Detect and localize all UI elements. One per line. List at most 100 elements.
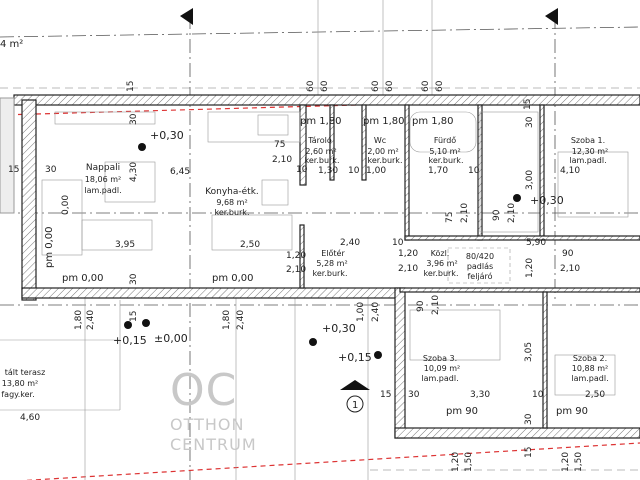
room-floor: ker.burk. [313,269,348,278]
watermark-line1: OTTHON [170,415,244,434]
dimension-label: 1,50 [574,452,584,472]
dimension-label: 30 [408,390,420,400]
dimension-label: 2,10 [431,295,441,315]
level-point-icon [124,143,521,359]
dimension-label: 60 [320,80,330,92]
room-floor: ker.burk. [305,156,340,165]
dimension-label: 2,50 [240,240,260,250]
dimension-label: 1,20 [451,452,461,472]
room-labels: Nappali 18,06 m² lam.padl. Konyha-étk. 9… [1,135,608,399]
dimension-label: 2,10 [560,264,580,274]
dimension-label: 60 [421,80,431,92]
dimension-label: 2,10 [460,203,470,223]
dimension-label: 1,80 [222,310,232,330]
dimension-label: 10 [468,166,480,176]
dimension-label: 2,50 [585,390,605,400]
room-area: 5,28 m² [316,259,347,268]
dimension-label: 90 [492,209,502,221]
dimension-label: 30 [524,413,534,425]
room-name: Szoba 1. [571,136,605,145]
level-mark: +0,15 [113,334,147,347]
dimension-label: 10 [532,390,544,400]
dimension-label: 6,45 [170,167,190,177]
level-mark: +0,30 [322,322,356,335]
dimension-label: 15 [126,81,136,92]
dimension-label: 2,10 [286,265,306,275]
dimension-label: 4,30 [129,162,139,182]
room-floor: ker.burk. [368,156,403,165]
level-mark: +0,30 [150,129,184,142]
dimension-label: 2,10 [398,264,418,274]
room-floor: lam.padl. [569,156,606,165]
dimension-label: 2,10 [507,203,517,223]
level-mark: +0,15 [338,351,372,364]
dimension-label: 30 [129,273,139,285]
walls [0,94,640,439]
dimension-label: 2,40 [340,238,360,248]
section-cut-icon [340,380,370,390]
room-name: Wc [374,136,386,145]
dimension-label: 15 [8,165,19,175]
room-area: 5,10 m² [429,147,460,156]
dimension-label: 5,90 [526,238,546,248]
dimension-label: 3,05 [524,342,534,362]
dimension-label: 60 [306,80,316,92]
section-arrow-icon [180,8,193,25]
room-floor: lam.padl. [571,374,608,383]
dimension-label: 1,00 [366,166,386,176]
floor-level: pm 0,00 [62,273,104,284]
attic-hatch-label: feljáró [467,271,492,281]
dimension-label: 75 [274,140,285,150]
room-floor: ker.burk. [424,269,459,278]
room-name: Konyha-étk. [205,186,259,197]
dimension-label: 1,20 [561,452,571,472]
dimension-label: 2,10 [272,155,292,165]
floor-level: pm 90 [446,406,478,417]
room-area: 3,96 m² [426,259,457,268]
dimension-label: 60 [371,80,381,92]
dimension-label: 2,40 [86,310,96,330]
section-marker: 1 [352,400,358,411]
dimension-label: 30 [129,113,139,125]
watermark-logo: OC [170,365,237,416]
dimension-label: 15 [523,99,533,110]
room-area: 10,88 m² [572,364,608,373]
floor-level: pm 1,80 [412,116,454,127]
dimension-label: 30 [45,165,57,175]
room-name: Közl. [431,249,450,258]
dimension-label: 15 [524,447,534,458]
attic-hatch-label: 80/420 [466,252,494,261]
dimension-label: 1,30 [318,166,338,176]
dimension-label: 10 [392,238,404,248]
dimension-label: 10 [348,166,360,176]
room-area: 13,80 m² [2,379,38,388]
floor-level: pm 0,00 [44,226,55,268]
floor-level-labels: pm 0,00 pm 0,00 pm 0,00 pm 1,80 pm 1,80 … [44,116,588,417]
dimension-label: 90 [562,249,574,259]
dimension-label: 3,00 [525,170,535,190]
dimension-label: 4,60 [20,413,40,423]
section-arrow-icon [545,8,558,25]
dimension-label: 75 [445,212,455,223]
watermark-line2: CENTRUM [170,435,257,454]
room-name: Tároló [307,135,332,145]
room-name: Nappali [86,163,120,173]
dimension-label: 90 [416,300,426,312]
room-area: 2,60 m² [305,147,336,156]
dimension-label: 2,40 [236,310,246,330]
dimension-label: 0,00 [61,195,71,215]
watermark: OC OTTHON CENTRUM [170,365,257,454]
dimension-label: 1,00 [356,302,366,322]
dimension-label: 2,40 [371,302,381,322]
dimension-label: 1,20 [525,258,535,278]
room-floor: lam.padl. [421,374,458,383]
room-floor: fagy.ker. [1,390,34,399]
room-name: tált terasz [5,368,46,377]
room-name: Fürdő [434,136,456,145]
room-name: Szoba 3. [423,354,457,363]
dimension-label: 15 [129,311,139,322]
dimension-label: 1,20 [286,251,306,261]
room-area: 10,09 m² [424,364,460,373]
dimension-label: 1,70 [428,166,448,176]
